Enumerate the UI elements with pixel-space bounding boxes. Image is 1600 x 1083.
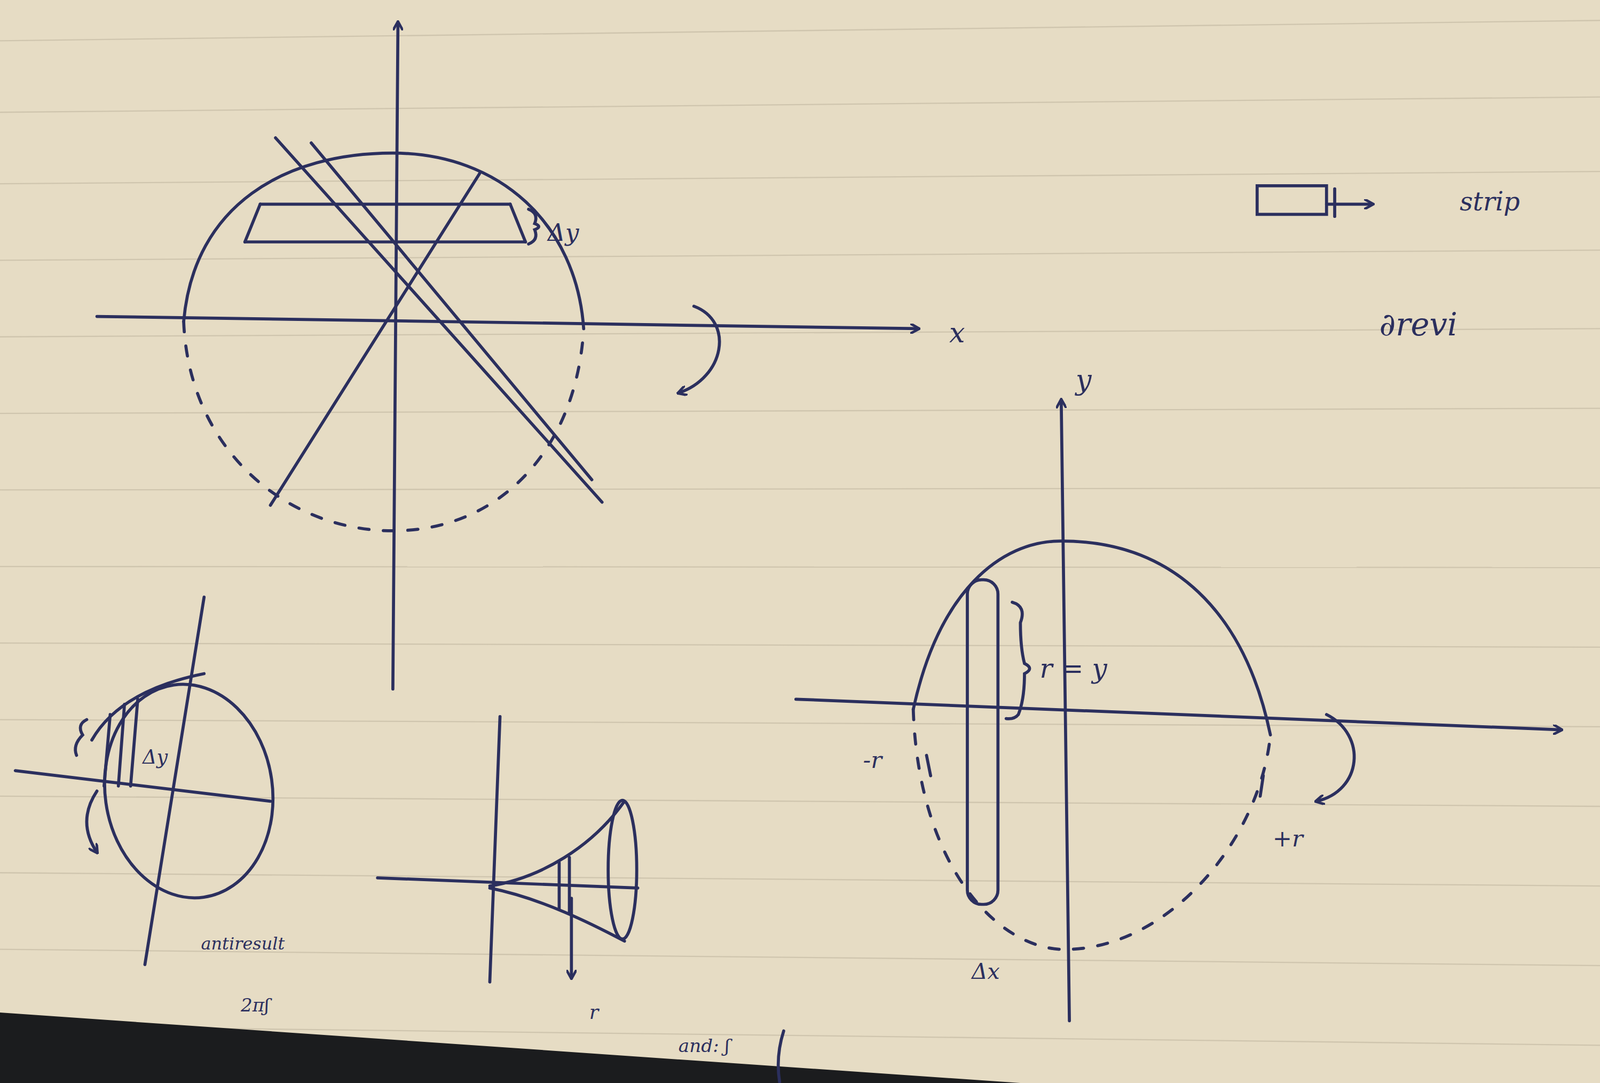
delta-y-label: Δy	[547, 219, 580, 247]
bound-label: +r	[1272, 825, 1304, 852]
delta-y-label: Δy	[142, 746, 168, 768]
formula-note: 2πʃ	[240, 995, 270, 1016]
bound-label: -r	[863, 747, 882, 774]
radius-label: r = y	[1039, 653, 1108, 683]
axis-label: x	[949, 317, 966, 349]
axis-label: y	[1075, 364, 1092, 396]
radius-label: r	[589, 1001, 599, 1023]
formula-note: and: ʃ	[678, 1035, 730, 1056]
strip-note: strip	[1459, 187, 1520, 217]
note: antiresult	[201, 934, 286, 953]
delta-x-label: Δx	[971, 959, 1000, 984]
revolution-note: ∂revi	[1379, 306, 1458, 342]
